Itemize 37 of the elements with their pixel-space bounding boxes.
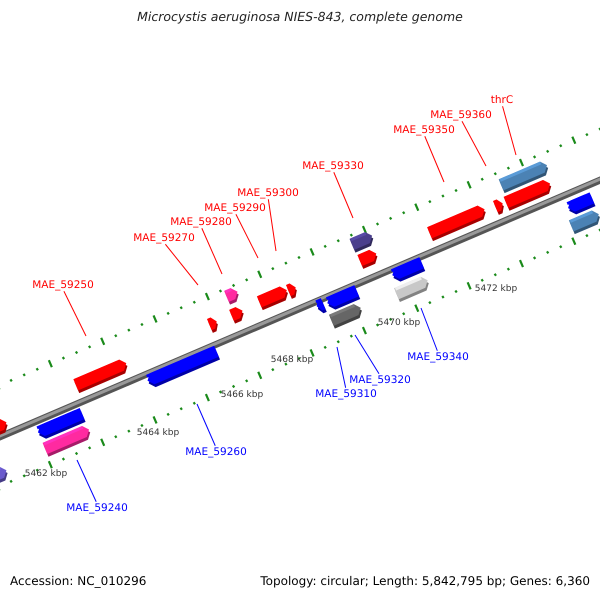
leader-line bbox=[164, 244, 198, 286]
gene-label: MAE_59250 bbox=[32, 280, 94, 290]
gene-label: MAE_59270 bbox=[133, 232, 195, 244]
leader-line bbox=[333, 172, 354, 218]
gene-label: MAE_59310 bbox=[315, 388, 377, 400]
leader-line bbox=[502, 106, 516, 156]
gene-label: MAE_59350 bbox=[393, 124, 455, 136]
leader-line bbox=[336, 346, 346, 388]
leader-line bbox=[420, 308, 438, 352]
leader-line bbox=[235, 214, 258, 258]
gene-label: MAE_59300 bbox=[237, 188, 299, 198]
leader-line bbox=[63, 290, 86, 336]
coordinate-label: 5464 kbp bbox=[136, 428, 180, 438]
leader-line bbox=[354, 334, 380, 374]
gene-label: MAE_59330 bbox=[302, 160, 364, 172]
coordinate-label: 5472 kbp bbox=[474, 284, 518, 294]
leader-line bbox=[268, 198, 276, 252]
gene-label: thrC bbox=[490, 94, 514, 106]
gene-label: MAE_59340 bbox=[407, 352, 469, 362]
footer-text: Topology: circular; Length: 5,842,795 bp; Genes: 6,360 bbox=[260, 575, 590, 587]
coordinate-label: 5466 kbp bbox=[220, 390, 264, 400]
coordinate-label: 5462 kbp bbox=[24, 470, 68, 478]
leader-line bbox=[462, 120, 486, 166]
gene-label: MAE_59290 bbox=[204, 202, 266, 214]
coordinate-label: 5468 kbp bbox=[270, 356, 314, 364]
leader-line bbox=[424, 136, 444, 182]
gene-label: MAE_59360 bbox=[430, 110, 492, 120]
leader-line bbox=[201, 228, 222, 274]
coordinate-label: 5470 kbp bbox=[378, 318, 420, 328]
title: Microcystis aeruginosa NIES-843, complete genome bbox=[136, 11, 464, 24]
leader-line bbox=[196, 404, 216, 446]
gene-label: MAE_59240 bbox=[66, 502, 128, 514]
leader-line bbox=[76, 460, 97, 502]
gene-label: MAE_59260 bbox=[185, 446, 247, 458]
footer-text: Accession: NC_010296 bbox=[10, 575, 146, 587]
gene-label: MAE_59280 bbox=[170, 216, 232, 228]
gene-label: MAE_59320 bbox=[349, 374, 411, 386]
